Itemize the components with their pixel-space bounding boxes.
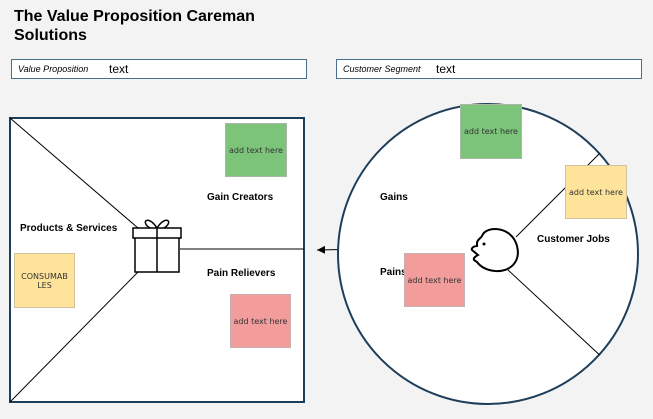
square-diagonal-top [9,117,139,229]
gain-creators-note[interactable]: add text here [225,123,287,177]
value-proposition-field[interactable]: Value Proposition text [11,59,307,79]
pains-note[interactable]: add text here [404,253,465,307]
circle-line-bottom [507,269,606,361]
customer-jobs-label: Customer Jobs [537,234,610,245]
gift-icon [132,219,182,273]
pain-relievers-label: Pain Relievers [207,268,276,279]
products-note[interactable]: CONSUMABLES [14,253,75,308]
pain-relievers-note[interactable]: add text here [230,294,291,348]
gains-label: Gains [380,192,408,203]
gain-creators-label: Gain Creators [207,192,274,203]
customer-face-icon [470,228,519,273]
customer-segment-field[interactable]: Customer Segment text [336,59,642,79]
customer-jobs-note[interactable]: add text here [565,165,627,219]
customer-segment-value[interactable]: text [436,62,456,76]
page-title: The Value Proposition Careman Solutions [14,8,255,44]
gains-note[interactable]: add text here [460,104,522,159]
customer-segment-label: Customer Segment [343,64,421,74]
value-proposition-value[interactable]: text [109,62,129,76]
circle-line-top [515,147,606,238]
value-proposition-label: Value Proposition [18,64,89,74]
square-diagonal-bottom [9,271,139,403]
pains-label: Pains [380,267,407,278]
products-services-label: Products & Services [20,223,118,234]
